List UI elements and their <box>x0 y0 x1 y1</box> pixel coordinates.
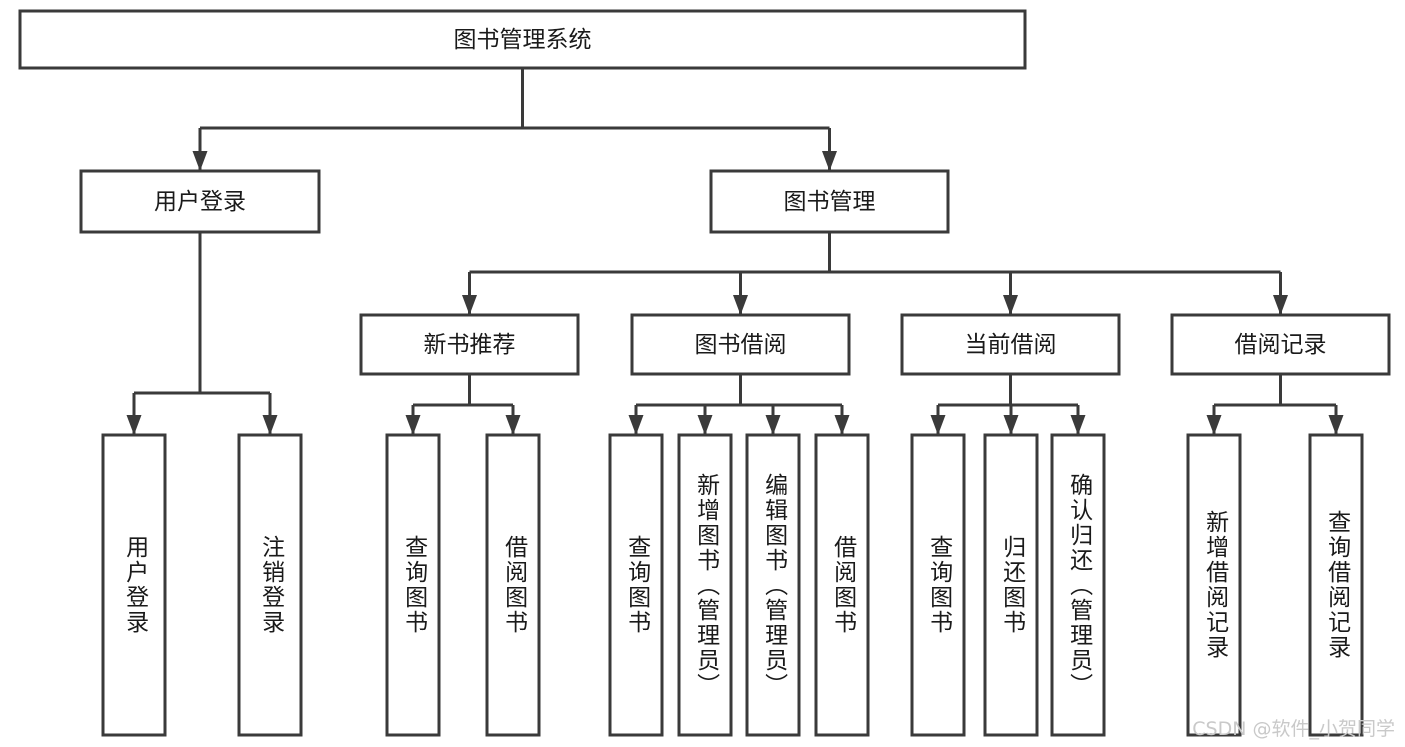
node-label-book-manage: 图书管理 <box>784 189 876 215</box>
arrow-head-leaf-borrow-book-1 <box>505 415 521 435</box>
node-leaf-query-book-3[interactable] <box>910 433 966 737</box>
node-label-new-book-recommend: 新书推荐 <box>424 332 516 358</box>
node-leaf-return-book[interactable] <box>983 433 1039 737</box>
arrow-head-leaf-user-logout <box>262 415 278 435</box>
node-box-root <box>18 9 1027 70</box>
node-label-current-borrow: 当前借阅 <box>965 332 1057 358</box>
node-box-book-manage <box>709 169 950 234</box>
node-box-leaf-user-logout <box>237 433 303 737</box>
node-leaf-add-record[interactable] <box>1186 433 1242 737</box>
node-label-book-borrow: 图书借阅 <box>695 332 787 358</box>
arrow-head-current-borrow <box>1003 295 1018 315</box>
arrow-head-leaf-return-book <box>1003 415 1019 435</box>
arrow-head-new-book-recommend <box>462 295 477 315</box>
node-box-leaf-query-book-2 <box>608 433 664 737</box>
node-book-borrow[interactable]: 图书借阅 <box>630 313 851 376</box>
arrow-head-leaf-query-book-1 <box>405 415 421 435</box>
arrow-head-leaf-query-book-3 <box>930 415 946 435</box>
node-box-leaf-query-book-3 <box>910 433 966 737</box>
connector-layer <box>126 68 1344 435</box>
node-box-current-borrow <box>900 313 1121 376</box>
node-leaf-borrow-book-1[interactable] <box>485 433 541 737</box>
node-leaf-user-logout[interactable] <box>237 433 303 737</box>
node-box-leaf-borrow-book-1 <box>485 433 541 737</box>
node-current-borrow[interactable]: 当前借阅 <box>900 313 1121 376</box>
arrow-head-leaf-query-book-2 <box>628 415 644 435</box>
arrow-head-borrow-record <box>1273 295 1288 315</box>
node-box-leaf-user-login <box>101 433 167 737</box>
node-leaf-user-login[interactable] <box>101 433 167 737</box>
node-root[interactable]: 图书管理系统 <box>18 9 1027 70</box>
node-box-leaf-confirm-return <box>1050 433 1106 737</box>
node-box-leaf-edit-book <box>745 433 801 737</box>
node-box-leaf-add-record <box>1186 433 1242 737</box>
node-user-login[interactable]: 用户登录 <box>79 169 321 234</box>
node-box-leaf-add-book <box>677 433 733 737</box>
node-leaf-query-book-1[interactable] <box>385 433 441 737</box>
node-box-new-book-recommend <box>359 313 580 376</box>
arrow-head-leaf-confirm-return <box>1070 415 1086 435</box>
node-box-user-login <box>79 169 321 234</box>
node-box-book-borrow <box>630 313 851 376</box>
node-label-root: 图书管理系统 <box>454 27 592 53</box>
node-label-user-login: 用户登录 <box>154 189 246 215</box>
arrow-head-leaf-query-record <box>1328 415 1344 435</box>
node-leaf-query-book-2[interactable] <box>608 433 664 737</box>
node-box-leaf-return-book <box>983 433 1039 737</box>
node-book-manage[interactable]: 图书管理 <box>709 169 950 234</box>
arrow-head-book-manage <box>822 151 837 171</box>
arrow-head-user-login <box>192 151 208 171</box>
node-new-book-recommend[interactable]: 新书推荐 <box>359 313 580 376</box>
node-label-borrow-record: 借阅记录 <box>1235 332 1327 358</box>
node-box-leaf-query-book-1 <box>385 433 441 737</box>
arrow-head-leaf-add-book <box>697 415 713 435</box>
node-leaf-confirm-return[interactable] <box>1050 433 1106 737</box>
node-box-leaf-query-record <box>1308 433 1364 737</box>
arrow-head-leaf-borrow-book-2 <box>834 415 850 435</box>
arrow-head-book-borrow <box>733 295 748 315</box>
arrow-head-leaf-user-login <box>126 415 142 435</box>
node-box-borrow-record <box>1170 313 1391 376</box>
node-leaf-borrow-book-2[interactable] <box>814 433 870 737</box>
node-borrow-record[interactable]: 借阅记录 <box>1170 313 1391 376</box>
arrow-head-leaf-add-record <box>1206 415 1222 435</box>
arrow-head-leaf-edit-book <box>765 415 781 435</box>
node-leaf-add-book[interactable] <box>677 433 733 737</box>
node-leaf-edit-book[interactable] <box>745 433 801 737</box>
node-leaf-query-record[interactable] <box>1308 433 1364 737</box>
node-box-leaf-borrow-book-2 <box>814 433 870 737</box>
